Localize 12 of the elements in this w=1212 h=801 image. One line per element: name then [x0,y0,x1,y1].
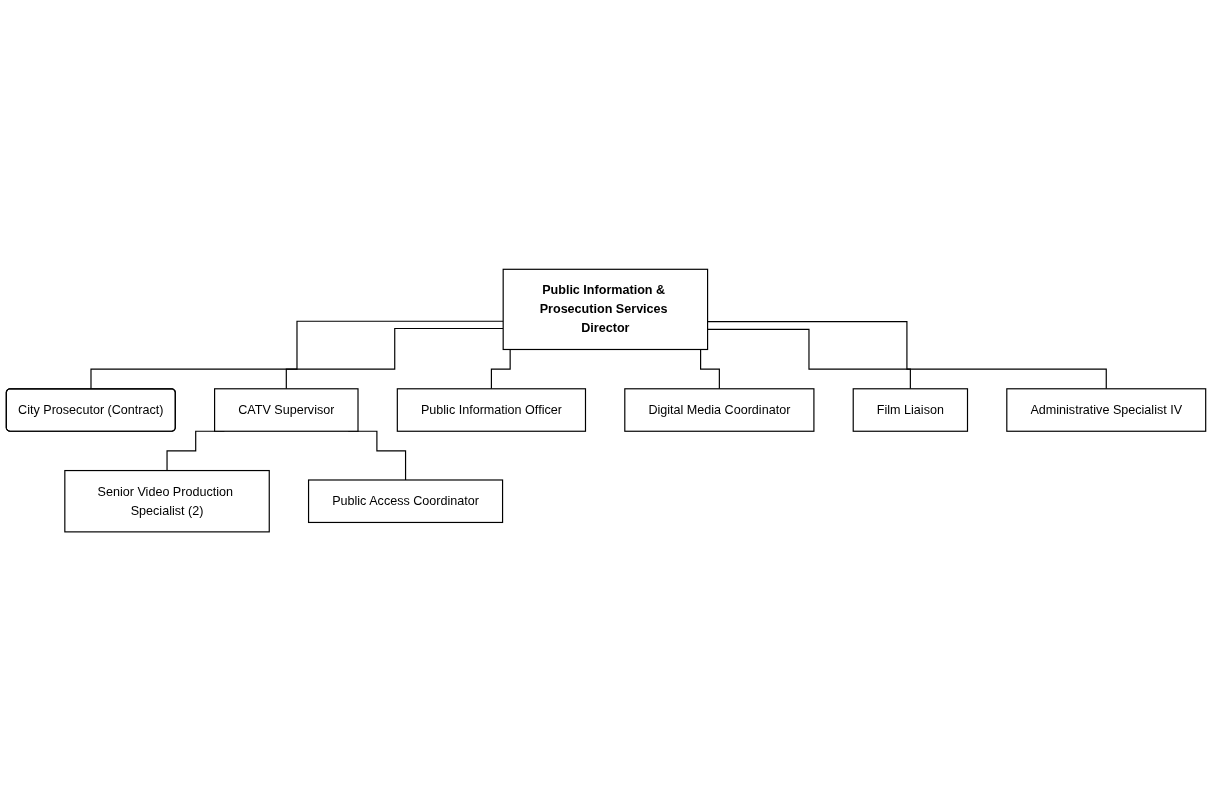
node-box: CATV Supervisor [214,388,359,432]
node-box: Public Information & Prosecution Services Director [502,268,709,350]
connector [90,320,504,390]
node-box: Public Information Officer [396,388,587,432]
connector [707,328,911,390]
node-box: Administrative Specialist IV [1006,388,1207,432]
node-box: Senior Video Production Specialist (2) [64,469,270,533]
node-box: Digital Media Coordinator [624,388,815,432]
connector [285,327,504,390]
connector [707,320,1107,390]
node-box: Public Access Coordinator [307,479,504,523]
node-box: Film Liaison [852,388,969,432]
